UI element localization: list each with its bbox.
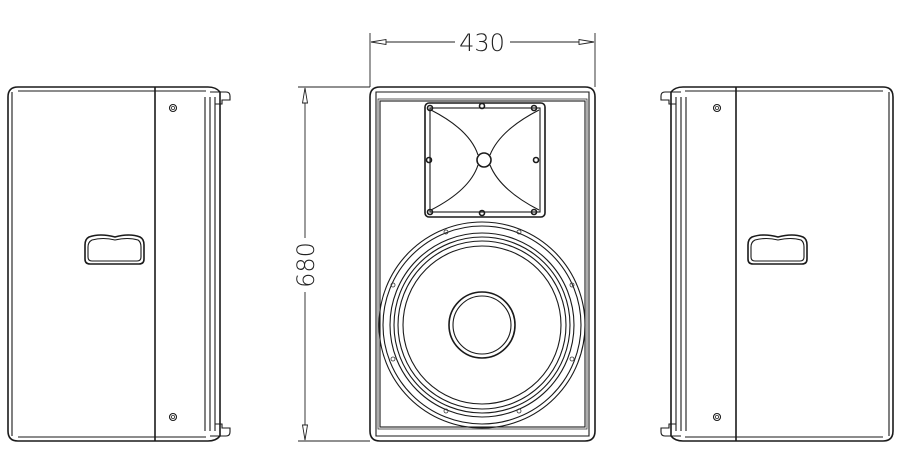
screw-icon: [712, 412, 722, 422]
left-side-view: [7, 86, 231, 442]
screw-icon: [712, 103, 722, 113]
front-view: [369, 86, 596, 442]
horn-tweeter: [424, 102, 546, 218]
woofer-driver: [378, 221, 586, 429]
width-dimension: 430: [369, 29, 596, 87]
height-dimension: 680: [292, 86, 370, 442]
screw-icon: [168, 412, 178, 422]
handle-icon: [84, 234, 145, 265]
handle-icon: [747, 234, 808, 265]
width-label: 430: [459, 29, 505, 57]
screw-icon: [168, 103, 178, 113]
right-side-view: [660, 86, 894, 442]
height-label: 680: [292, 242, 320, 288]
